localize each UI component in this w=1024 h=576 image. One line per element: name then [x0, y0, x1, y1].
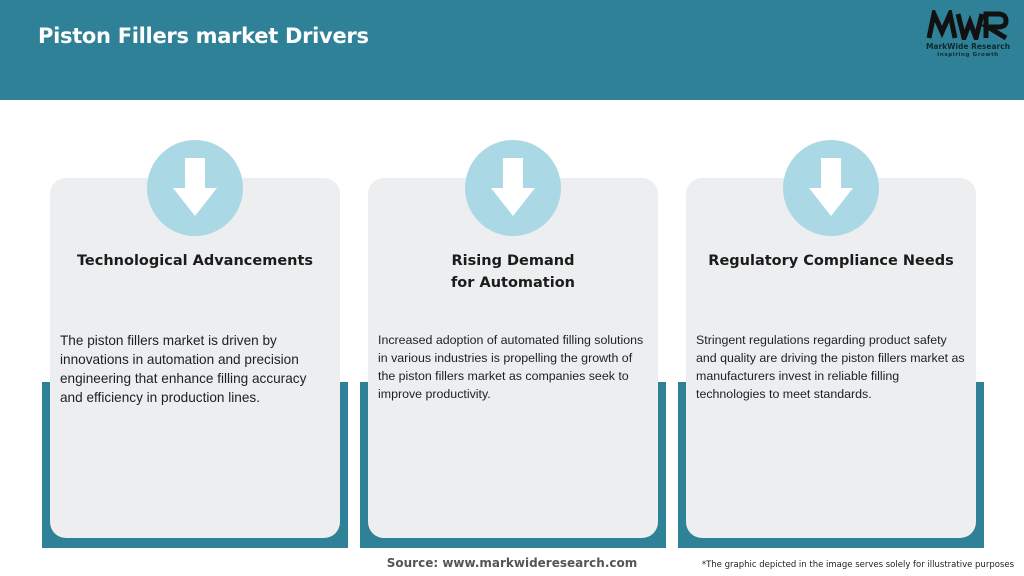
disclaimer-note: *The graphic depicted in the image serve… [701, 560, 1014, 570]
card-panel: Technological Advancements The piston fi… [50, 140, 340, 538]
arrow-down-icon [147, 140, 243, 236]
page-title: Piston Fillers market Drivers [38, 24, 369, 48]
header-banner: Piston Fillers market Drivers MarkWide R… [0, 0, 1024, 100]
card-description: Stringent regulations regarding product … [696, 333, 965, 401]
arrow-down-icon [465, 140, 561, 236]
mwr-logo-mark-icon [926, 10, 1009, 40]
driver-card-technological-advancements: Technological Advancements The piston fi… [42, 140, 348, 548]
card-title: Regulatory Compliance Needs [708, 253, 954, 269]
card-description: The piston fillers market is driven by i… [60, 333, 307, 405]
card-panel: Regulatory Compliance Needs Stringent re… [686, 140, 976, 538]
card-description: Increased adoption of automated filling … [378, 333, 644, 401]
card-title: Rising Demand for Automation [451, 253, 575, 291]
driver-card-rising-demand-for-automation: Rising Demand for Automation Increased a… [360, 140, 666, 548]
logo-name: MarkWide Research [925, 42, 1011, 51]
markwide-logo[interactable]: MarkWide Research Inspiring Growth [922, 10, 1014, 58]
source-caption: Source: www.markwideresearch.com [386, 556, 638, 570]
card-panel: Rising Demand for Automation Increased a… [368, 140, 658, 538]
card-title: Technological Advancements [76, 253, 314, 269]
arrow-down-icon [783, 140, 879, 236]
logo-tagline: Inspiring Growth [937, 52, 999, 58]
driver-card-regulatory-compliance-needs: Regulatory Compliance Needs Stringent re… [678, 140, 984, 548]
